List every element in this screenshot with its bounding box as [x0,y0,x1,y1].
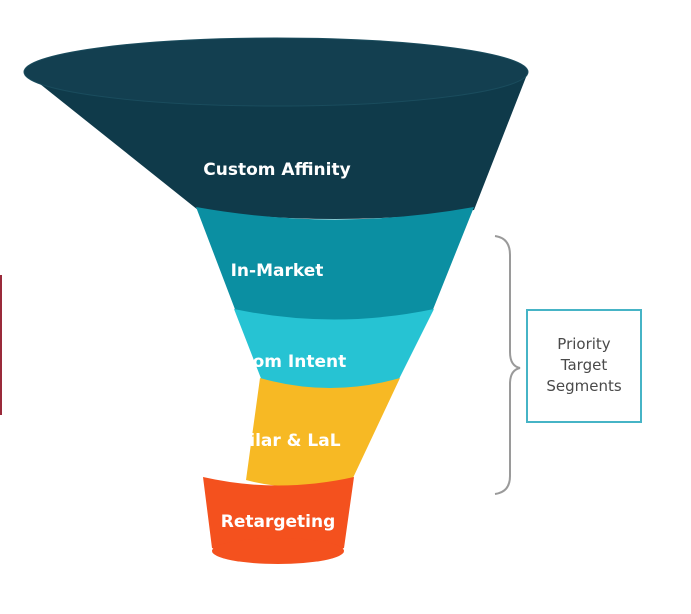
segment-label-custom-affinity: Custom Affinity [203,160,350,180]
funnel-rim [23,37,529,107]
callout-line-1: Priority [557,335,611,353]
segment-label-in-market: In-Market [231,261,324,281]
funnel-segment-shape [203,477,354,561]
funnel-segment-similar-lal: Similar & LaL [213,378,400,487]
funnel-segment-in-market: In-Market [196,207,474,321]
curly-brace [494,235,521,495]
funnel-segment-shape [246,378,400,487]
funnel-segment-shape [25,72,528,219]
segment-label-custom-intent: Custom Intent [210,352,346,372]
funnel-segment-custom-intent: Custom Intent [210,309,434,390]
funnel-segment-retargeting: Retargeting [203,477,354,564]
segment-label-similar-lal: Similar & LaL [213,431,340,451]
funnel-segment-shape [196,207,474,321]
callout-box [526,309,642,423]
segment-label-retargeting: Retargeting [221,512,336,532]
callout-priority-target-segments: Priority Target Segments [526,309,642,423]
funnel-segment-custom-affinity: Custom Affinity [23,37,529,219]
funnel-segment-shape [234,309,434,390]
callout-line-2: Target [560,356,608,374]
callout-line-3: Segments [546,377,622,395]
left-edge-mark [0,275,2,415]
funnel-bottom [212,538,344,564]
